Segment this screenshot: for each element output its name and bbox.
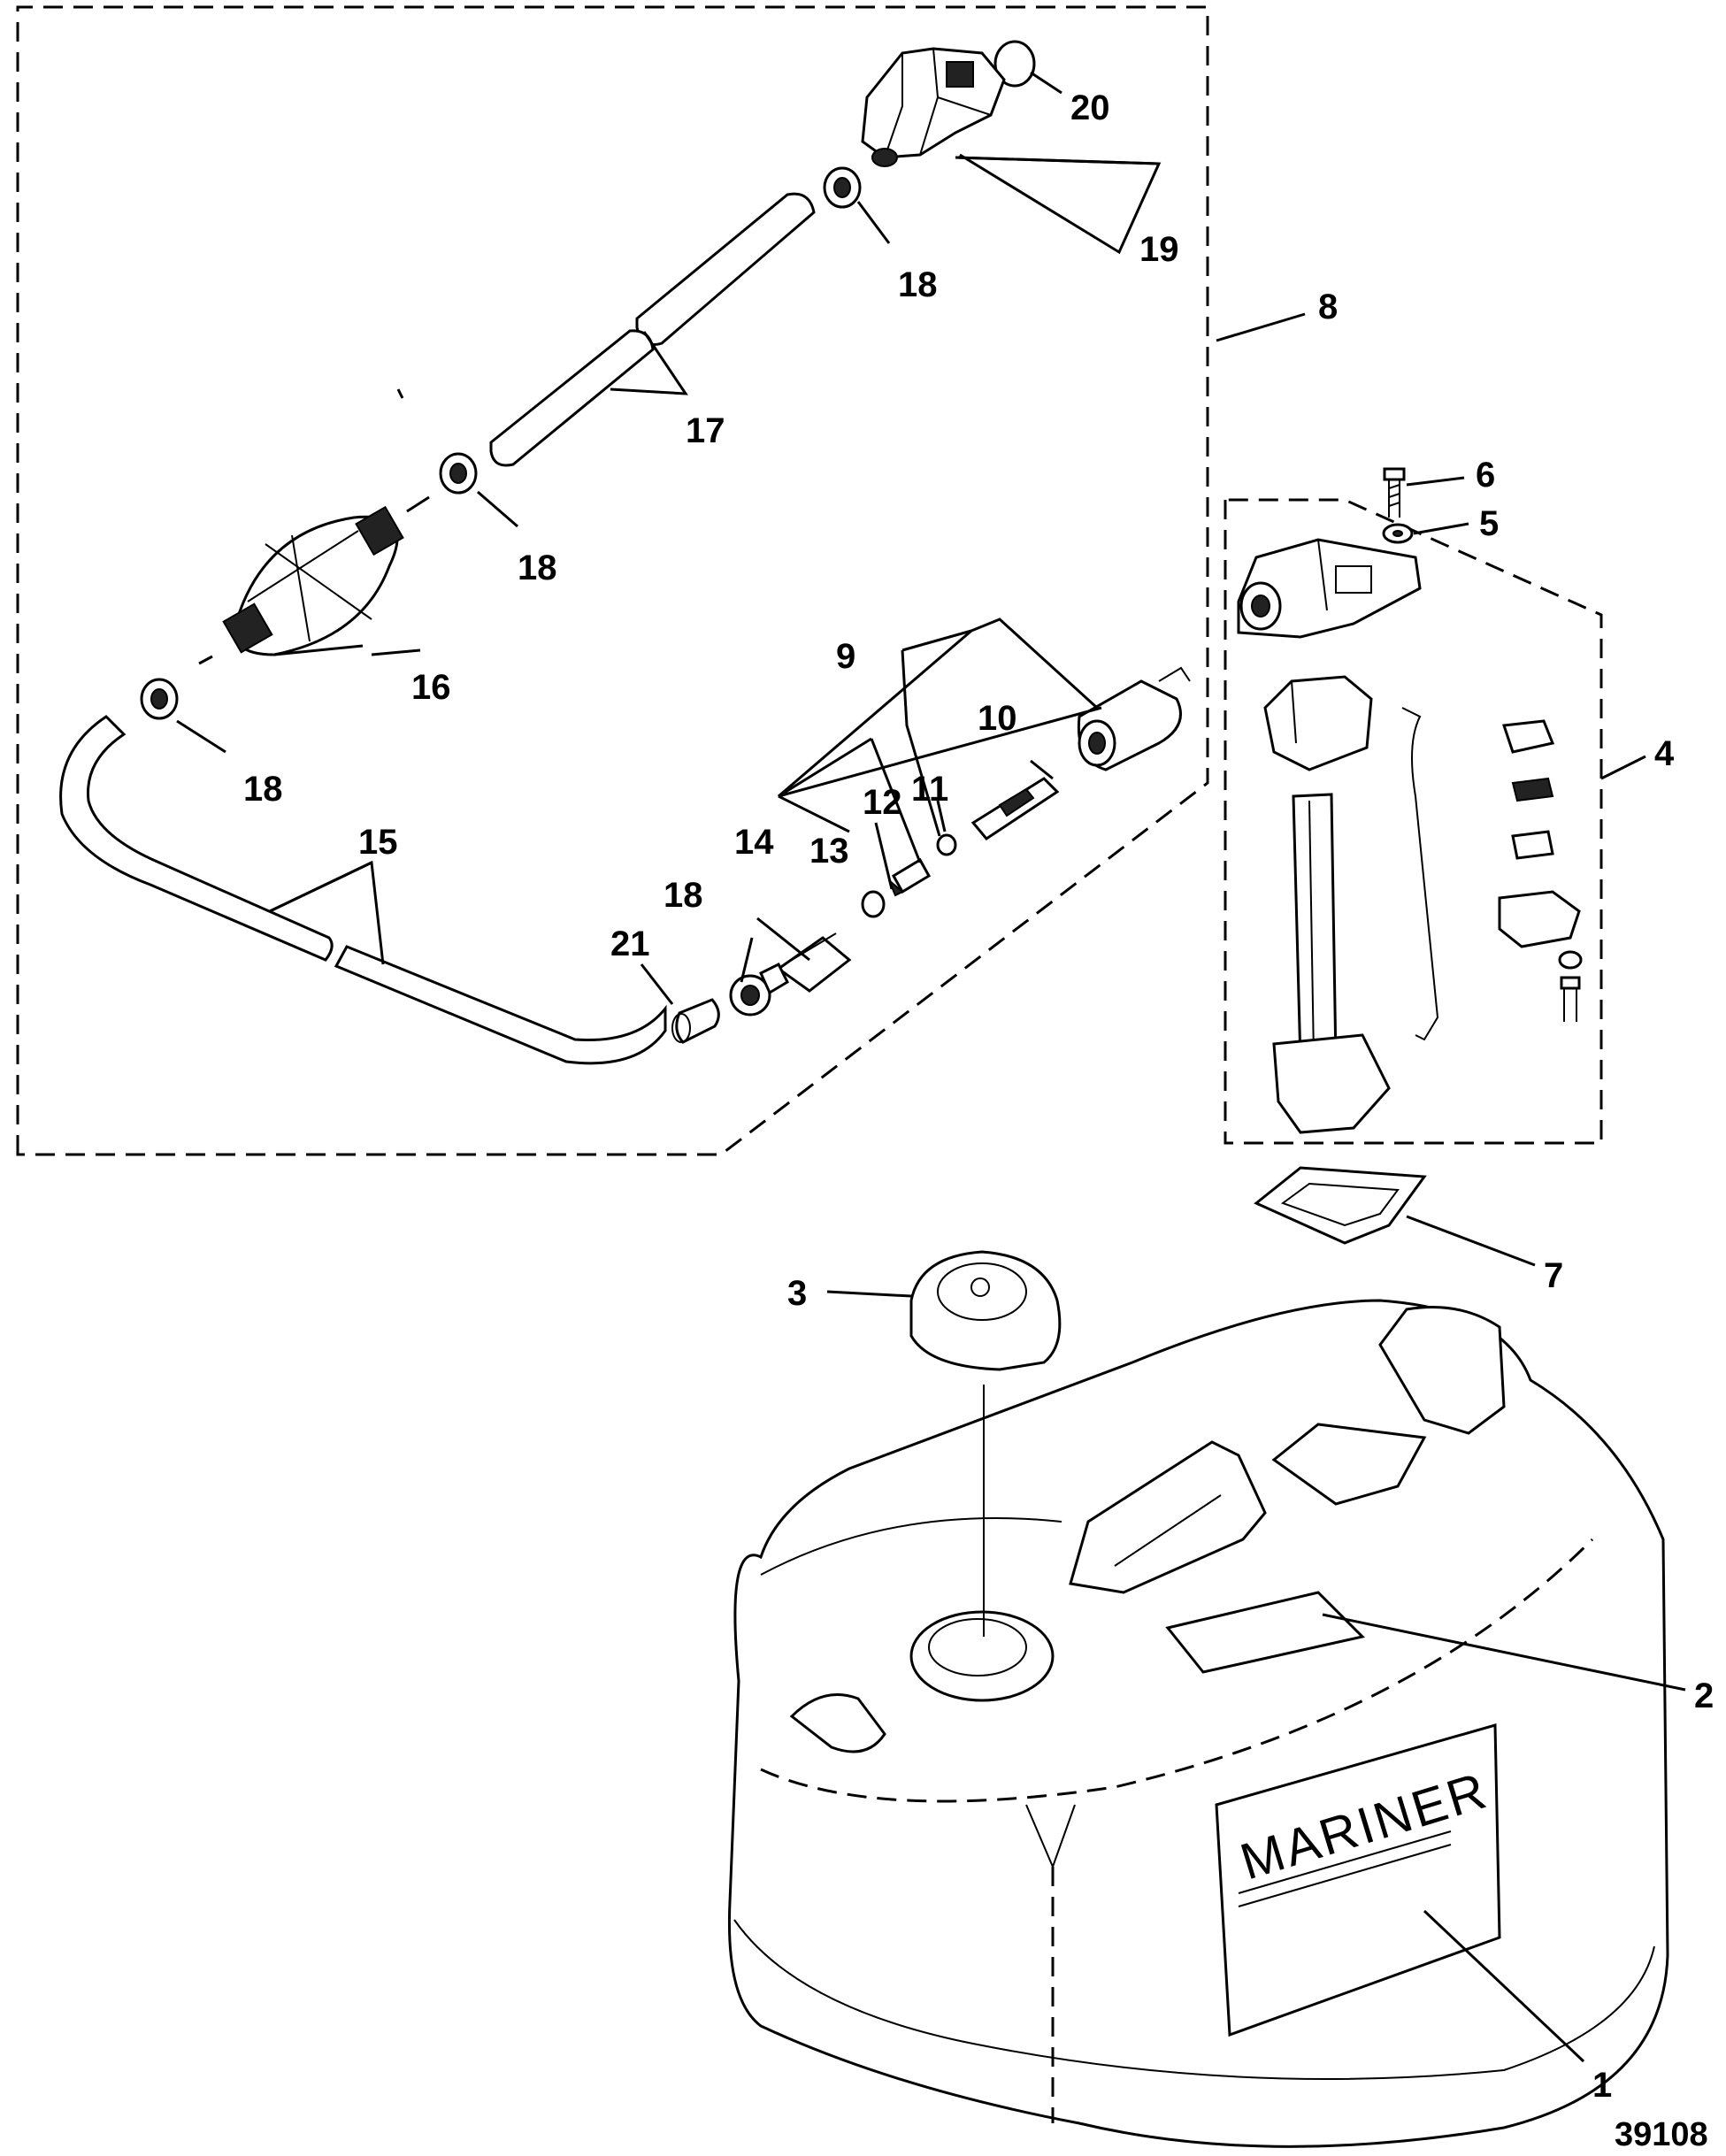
callout-18-mid: 18	[518, 549, 557, 587]
screw-part	[1383, 467, 1406, 518]
fuel-pickup-assembly-boundary	[1224, 498, 1603, 1145]
callout-12: 12	[863, 783, 902, 822]
valve-plunger-part	[970, 777, 1060, 840]
callout-6: 6	[1476, 456, 1495, 495]
leader-lines	[176, 71, 1686, 2063]
callout-1: 1	[1592, 2066, 1612, 2105]
callout-8: 8	[1318, 288, 1338, 326]
callout-21: 21	[610, 925, 650, 963]
callout-13: 13	[809, 832, 849, 871]
callout-18-top: 18	[898, 265, 938, 304]
upper-fuel-hose-part	[489, 192, 816, 467]
valve-body-part	[888, 857, 932, 897]
valve-washer-part	[861, 890, 886, 918]
callout-7: 7	[1544, 1256, 1563, 1295]
callout-18-bottom: 18	[664, 876, 703, 915]
engine-connector-part	[1077, 666, 1191, 771]
callout-19: 19	[1139, 230, 1179, 269]
callout-17: 17	[686, 411, 725, 450]
gasket-part	[1254, 1166, 1427, 1245]
hose-sleeve-part	[671, 998, 720, 1044]
callout-11: 11	[911, 770, 948, 809]
o-ring-part	[993, 40, 1036, 88]
hose-clamp-part	[140, 678, 179, 720]
callout-3: 3	[787, 1274, 807, 1313]
callout-2: 2	[1694, 1676, 1714, 1715]
callout-9: 9	[836, 637, 855, 676]
fuel-line-assembly-boundary	[16, 5, 1209, 1156]
fuel-cap-part	[909, 1250, 1062, 1371]
callout-5: 5	[1479, 504, 1499, 543]
callout-16: 16	[411, 668, 451, 707]
callout-4: 4	[1654, 734, 1675, 773]
callout-10: 10	[978, 699, 1017, 738]
fuel-tank-part	[727, 1299, 1669, 2148]
washer-part	[1382, 523, 1414, 544]
callout-20: 20	[1070, 88, 1110, 127]
callout-15: 15	[358, 823, 398, 862]
fuel-connector-part	[861, 47, 1006, 167]
lower-fuel-hose-part	[59, 715, 667, 1065]
fuel-pickup-assembly-part	[1237, 538, 1583, 1134]
callout-18-left: 18	[243, 770, 283, 809]
hose-clamp-part	[729, 974, 771, 1017]
primer-bulb-part	[198, 495, 430, 665]
hose-clamp-part	[439, 452, 478, 495]
figure-number: 39108	[1615, 2116, 1708, 2153]
valve-o-ring-part	[936, 833, 957, 856]
hose-fitting-part	[759, 932, 852, 995]
hose-clamp-part	[823, 166, 862, 209]
callout-14: 14	[734, 823, 774, 862]
